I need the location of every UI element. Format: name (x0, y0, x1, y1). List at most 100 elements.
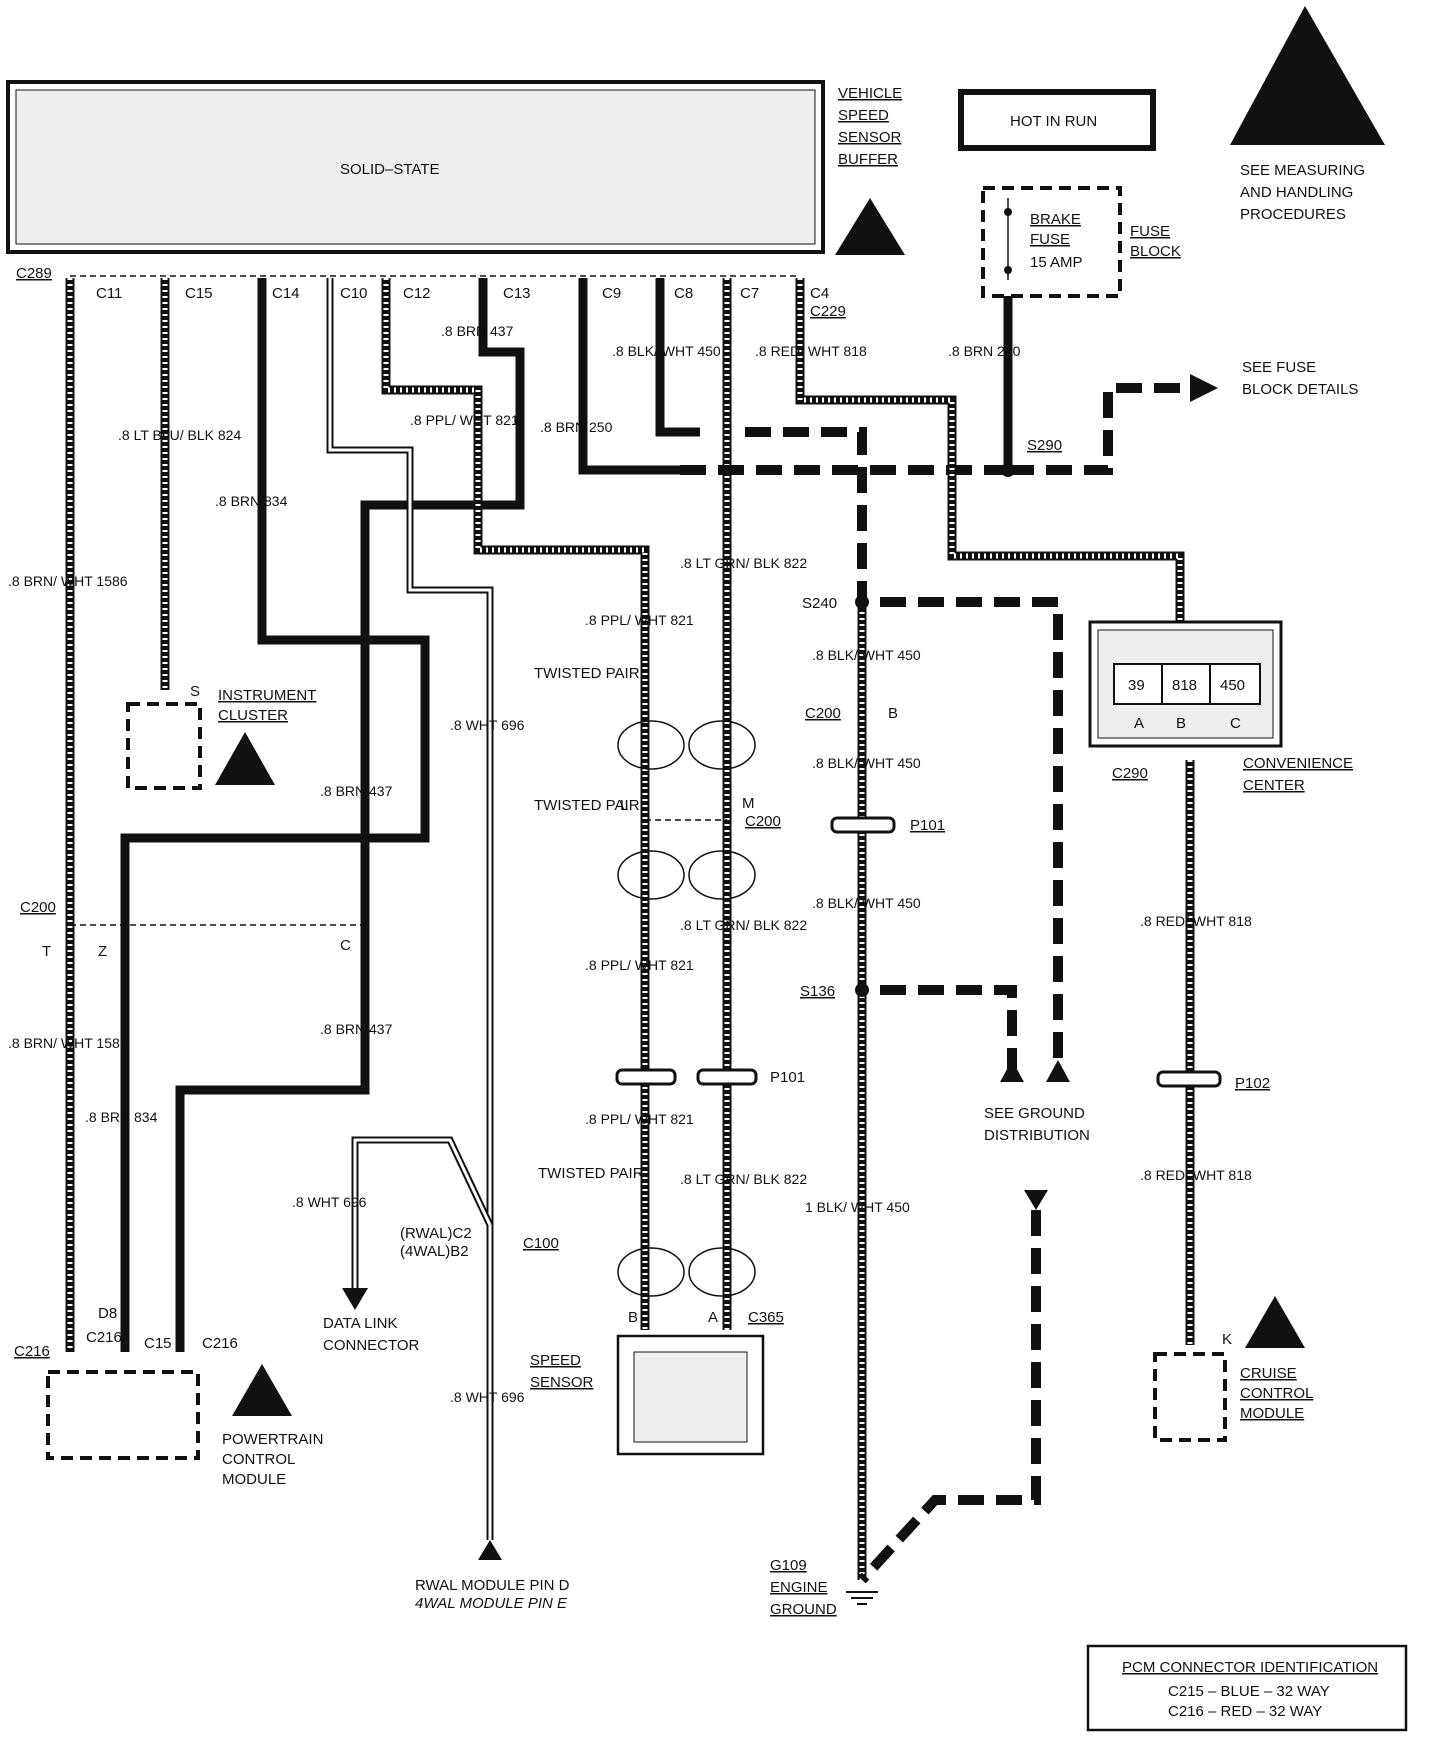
c289-label: C289 (16, 265, 52, 282)
cluster-name-1: INSTRUMENT (218, 687, 316, 704)
esd-note-1: SEE MEASURING (1240, 162, 1365, 179)
pin-c4: C4 (810, 285, 829, 302)
rwal-name-2: 4WAL MODULE PIN E (415, 1595, 568, 1612)
esd-large-icon (1230, 6, 1385, 145)
powertrain-control-module (46, 1364, 292, 1460)
c229-label: C229 (810, 303, 846, 320)
fuse-name-2: FUSE (1030, 231, 1070, 248)
s136-ground-wire (880, 985, 1017, 1070)
twisted-pair-1: TWISTED PAIR (534, 665, 756, 770)
rwal-arrow-icon (478, 1540, 502, 1560)
wire-450-label-a: .8 BLK/ WHT 450 (612, 343, 721, 359)
fuse-name-1: BRAKE (1030, 211, 1081, 228)
engine-ground-icon (846, 1591, 878, 1605)
pcm-connector-id-box: PCM CONNECTOR IDENTIFICATION C215 – BLUE… (1086, 1644, 1408, 1732)
wire-437 (175, 278, 525, 1352)
ground-dist-1: SEE GROUND (984, 1105, 1085, 1122)
wire-450-stub (655, 278, 700, 437)
c200-left-label: C200 (20, 899, 56, 916)
wire-821-label-c: .8 PPL/ WHT 821 (585, 957, 694, 973)
ground-arrow-icon-a (1046, 1060, 1070, 1082)
pin-l: L (620, 797, 628, 814)
pcm-pin-c216-c: C216 (202, 1335, 238, 1352)
s240-splice (855, 595, 869, 609)
wire-450-link (745, 427, 867, 600)
buffer-name-3: SENSOR (838, 129, 902, 146)
p101-450-connector (830, 816, 896, 834)
pin-c14: C14 (272, 285, 300, 302)
wire-821-label-d: .8 PPL/ WHT 821 (585, 1111, 694, 1127)
p102-label: P102 (1235, 1075, 1270, 1092)
buffer-name-4: BUFFER (838, 151, 898, 168)
wire-696-label-a: .8 WHT 696 (450, 717, 525, 733)
pin-c15: C15 (185, 285, 213, 302)
dlc-name-1: DATA LINK (323, 1315, 397, 1332)
buffer-body-text: SOLID–STATE (340, 161, 439, 178)
wire-450-label-c: .8 BLK/ WHT 450 (812, 755, 921, 771)
wire-822-label-b: .8 LT GRN/ BLK 822 (680, 917, 807, 933)
wire-818-label-b: .8 RED/ WHT 818 (1140, 913, 1252, 929)
c200-b-label: C200 (805, 705, 841, 722)
cc-cell-39: 39 (1128, 677, 1145, 694)
pin-c: C (340, 937, 351, 954)
s240-label: S240 (802, 595, 837, 612)
speed-sensor-name-2: SENSOR (530, 1374, 594, 1391)
pin-t: T (42, 943, 51, 960)
pcm-name-1: POWERTRAIN (222, 1431, 323, 1448)
p101-b-label: P101 (770, 1069, 805, 1086)
p102-connector (1156, 1070, 1222, 1088)
dlc-arrow-icon (342, 1288, 368, 1310)
cc-pin-a: A (1134, 715, 1144, 732)
wire-450-label-d: .8 BLK/ WHT 450 (812, 895, 921, 911)
wire-696-dlc-label: .8 WHT 696 (292, 1194, 367, 1210)
wire-822-label-a: .8 LT GRN/ BLK 822 (680, 555, 807, 571)
instrument-cluster: S INSTRUMENT CLUSTER (126, 683, 316, 790)
twisted-pair-label-2: TWISTED PAIR (534, 797, 640, 814)
fuse-name-3: 15 AMP (1030, 254, 1083, 271)
cruise-name-2: CONTROL (1240, 1385, 1313, 1402)
c290-label: C290 (1112, 765, 1148, 782)
fuse-details-arrow-icon (1190, 374, 1218, 402)
speed-sensor (616, 1334, 765, 1456)
cc-name-2: CENTER (1243, 777, 1305, 794)
ground-arrow-icon-b (1000, 1060, 1024, 1082)
pin-c13: C13 (503, 285, 531, 302)
p101-tp-connector (615, 1068, 758, 1086)
pcm-name-3: MODULE (222, 1471, 286, 1488)
cc-name-1: CONVENIENCE (1243, 755, 1353, 772)
rwal-pin-2: (4WAL)B2 (400, 1243, 469, 1260)
wire-450g-label: 1 BLK/ WHT 450 (805, 1199, 910, 1215)
wire-1586-label-a: .8 BRN/ WHT 1586 (8, 573, 128, 589)
pcm-pin-c15: C15 (144, 1335, 172, 1352)
cluster-esd-icon (215, 732, 275, 785)
pcm-pin-d8: D8 (98, 1305, 117, 1322)
engine-ground-2: GROUND (770, 1601, 837, 1618)
wire-696-label-b: .8 WHT 696 (450, 1389, 525, 1405)
fuse-block-2: BLOCK (1130, 243, 1181, 260)
pin-sb: B (628, 1309, 638, 1326)
wire-834 (120, 278, 430, 1352)
fuse-details-2: BLOCK DETAILS (1242, 381, 1358, 398)
s240-ground-wire (880, 597, 1063, 1070)
wire-821-label-b: .8 PPL/ WHT 821 (585, 612, 694, 628)
wire-821-label-a: .8 PPL/ WHT 821 (410, 412, 519, 428)
pin-c11: C11 (96, 285, 122, 302)
wire-696-dlc (351, 1136, 494, 1290)
ground-return-wire (858, 1210, 1041, 1584)
wire-437-label-a: .8 BRN 437 (441, 323, 514, 339)
wire-824-label: .8 LT BLU/ BLK 824 (118, 427, 241, 443)
rwal-name-1: RWAL MODULE PIN D (415, 1577, 570, 1594)
rwal-pin-1: (RWAL)C2 (400, 1225, 472, 1242)
wire-250-label: .8 BRN 250 (540, 419, 613, 435)
dlc-name-2: CONNECTOR (323, 1337, 420, 1354)
fuse-block-1: FUSE (1130, 223, 1170, 240)
c100-label: C100 (523, 1235, 559, 1252)
cruise-esd-icon (1245, 1296, 1305, 1348)
pin-b: B (888, 705, 898, 722)
g109-label: G109 (770, 1557, 807, 1574)
ground-dist-2: DISTRIBUTION (984, 1127, 1090, 1144)
wire-437-label-c: .8 BRN 437 (320, 1021, 393, 1037)
convenience-center: 39 818 450 A B C (1088, 620, 1283, 748)
cruise-control-module (1153, 1296, 1305, 1442)
